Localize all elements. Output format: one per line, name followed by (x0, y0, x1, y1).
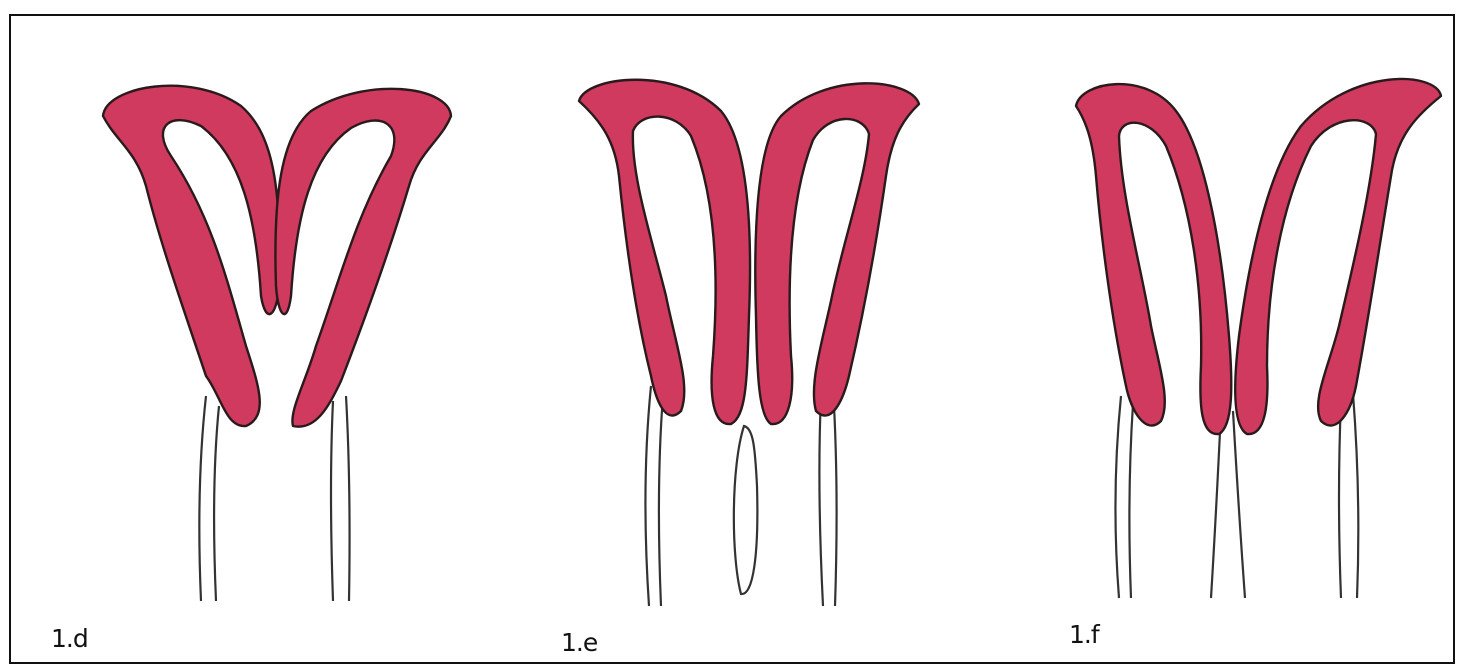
stem-left-outer (645, 386, 651, 606)
stem-right-outer (1353, 394, 1358, 598)
stem-left-outer (1115, 396, 1121, 598)
panel-label-1e: 1.e (561, 628, 597, 657)
stem-left-outer (199, 396, 206, 601)
panel-label-1f: 1.f (1069, 620, 1099, 649)
stem-right-outer (346, 396, 350, 601)
stem-right-inner (331, 401, 333, 601)
stem-left-inner (659, 396, 663, 606)
petal-left-1d (103, 86, 279, 426)
stem-right-outer (833, 388, 837, 606)
petal-right-1d (275, 89, 451, 427)
panel-1d-illustration (11, 16, 491, 616)
panel-1e-illustration (491, 16, 971, 616)
stem-center-left (1211, 411, 1221, 598)
stem-center-right (1233, 411, 1245, 598)
stem-right-inner (819, 396, 823, 606)
stem-left-inner (1129, 404, 1133, 598)
diagram-frame: 1.d 1.e 1.f (9, 14, 1455, 664)
petal-left-1e (579, 80, 750, 424)
petal-right-1f (1235, 79, 1441, 434)
stem-right-inner (1339, 401, 1341, 598)
stem-left-inner (214, 406, 219, 601)
panel-label-1d: 1.d (51, 624, 88, 653)
panel-1f-illustration (971, 16, 1457, 616)
stem-center-loop (734, 426, 758, 594)
petal-right-1e (755, 83, 919, 424)
petal-left-1f (1076, 84, 1231, 434)
